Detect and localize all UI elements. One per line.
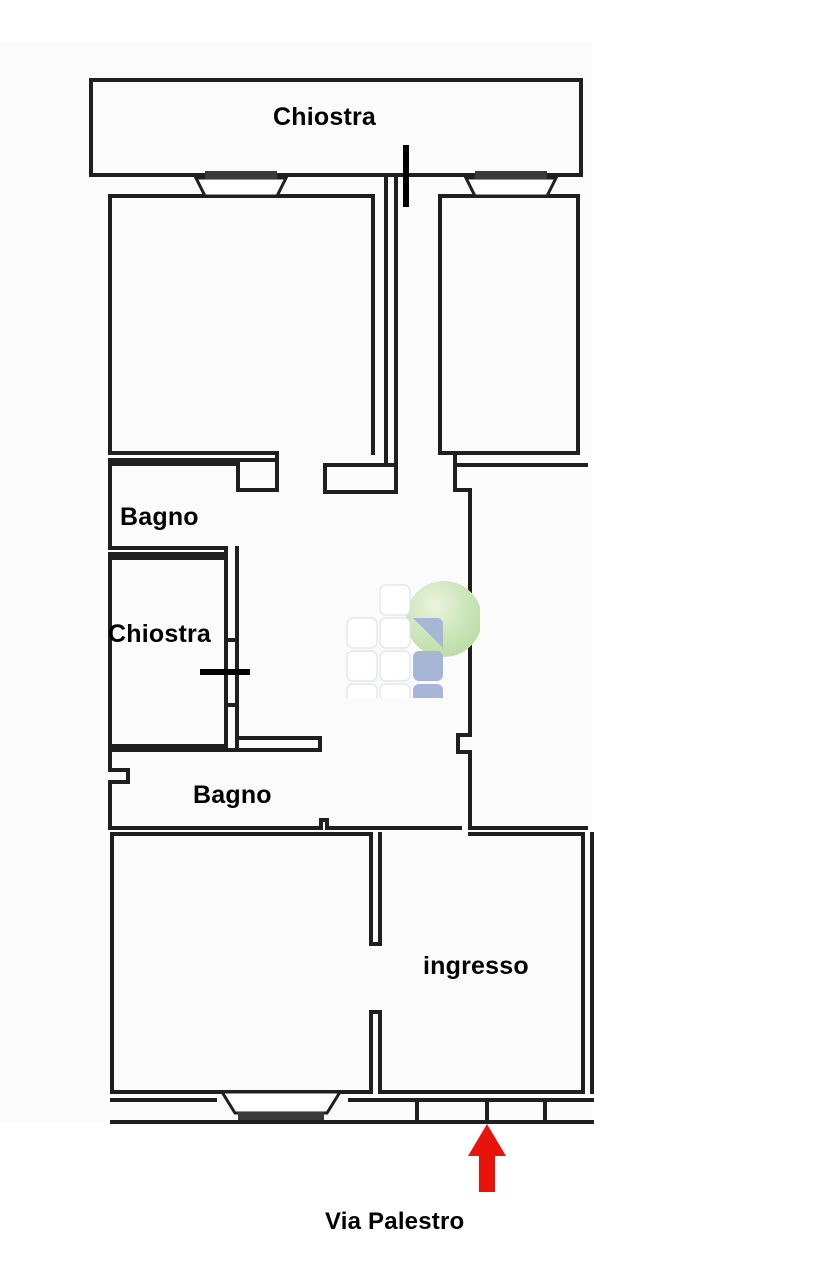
chiostra-top-outline (89, 78, 583, 177)
corridor-right-wall (453, 463, 472, 830)
room-lower-left-right-lower (369, 1010, 382, 1094)
room-label-bagno-lower: Bagno (193, 781, 272, 809)
bagno-lower-left (108, 744, 130, 830)
wall-layer (89, 78, 594, 1124)
bagno-lower-bottom (108, 818, 462, 830)
window-top-left (193, 176, 289, 198)
street-label-via-palestro: Via Palestro (325, 1208, 465, 1235)
window-top-right-frame (475, 171, 547, 179)
window-bottom (219, 1090, 343, 1115)
bagno-upper-bottom (108, 546, 228, 556)
section-line-top (403, 145, 409, 207)
window-top-left-frame (205, 171, 277, 179)
bagno-lower-sill (235, 736, 322, 752)
facade-door-divisions (415, 1098, 547, 1124)
bagno-upper-top (108, 458, 279, 492)
room-label-chiostra-top: Chiostra (273, 103, 377, 131)
ingresso-right-wall (581, 832, 594, 1094)
scan-background (0, 42, 592, 1122)
window-symbol-layer (193, 171, 559, 1120)
window-top-right (463, 176, 559, 198)
room-label-bagno-upper: Bagno (120, 503, 199, 531)
room-label-ingresso: ingresso (423, 952, 529, 980)
red-entrance-arrow (468, 1124, 506, 1192)
section-line-middle (200, 669, 250, 675)
window-bottom-frame (238, 1112, 324, 1120)
room-label-chiostra-middle: Chiostra (108, 620, 212, 648)
